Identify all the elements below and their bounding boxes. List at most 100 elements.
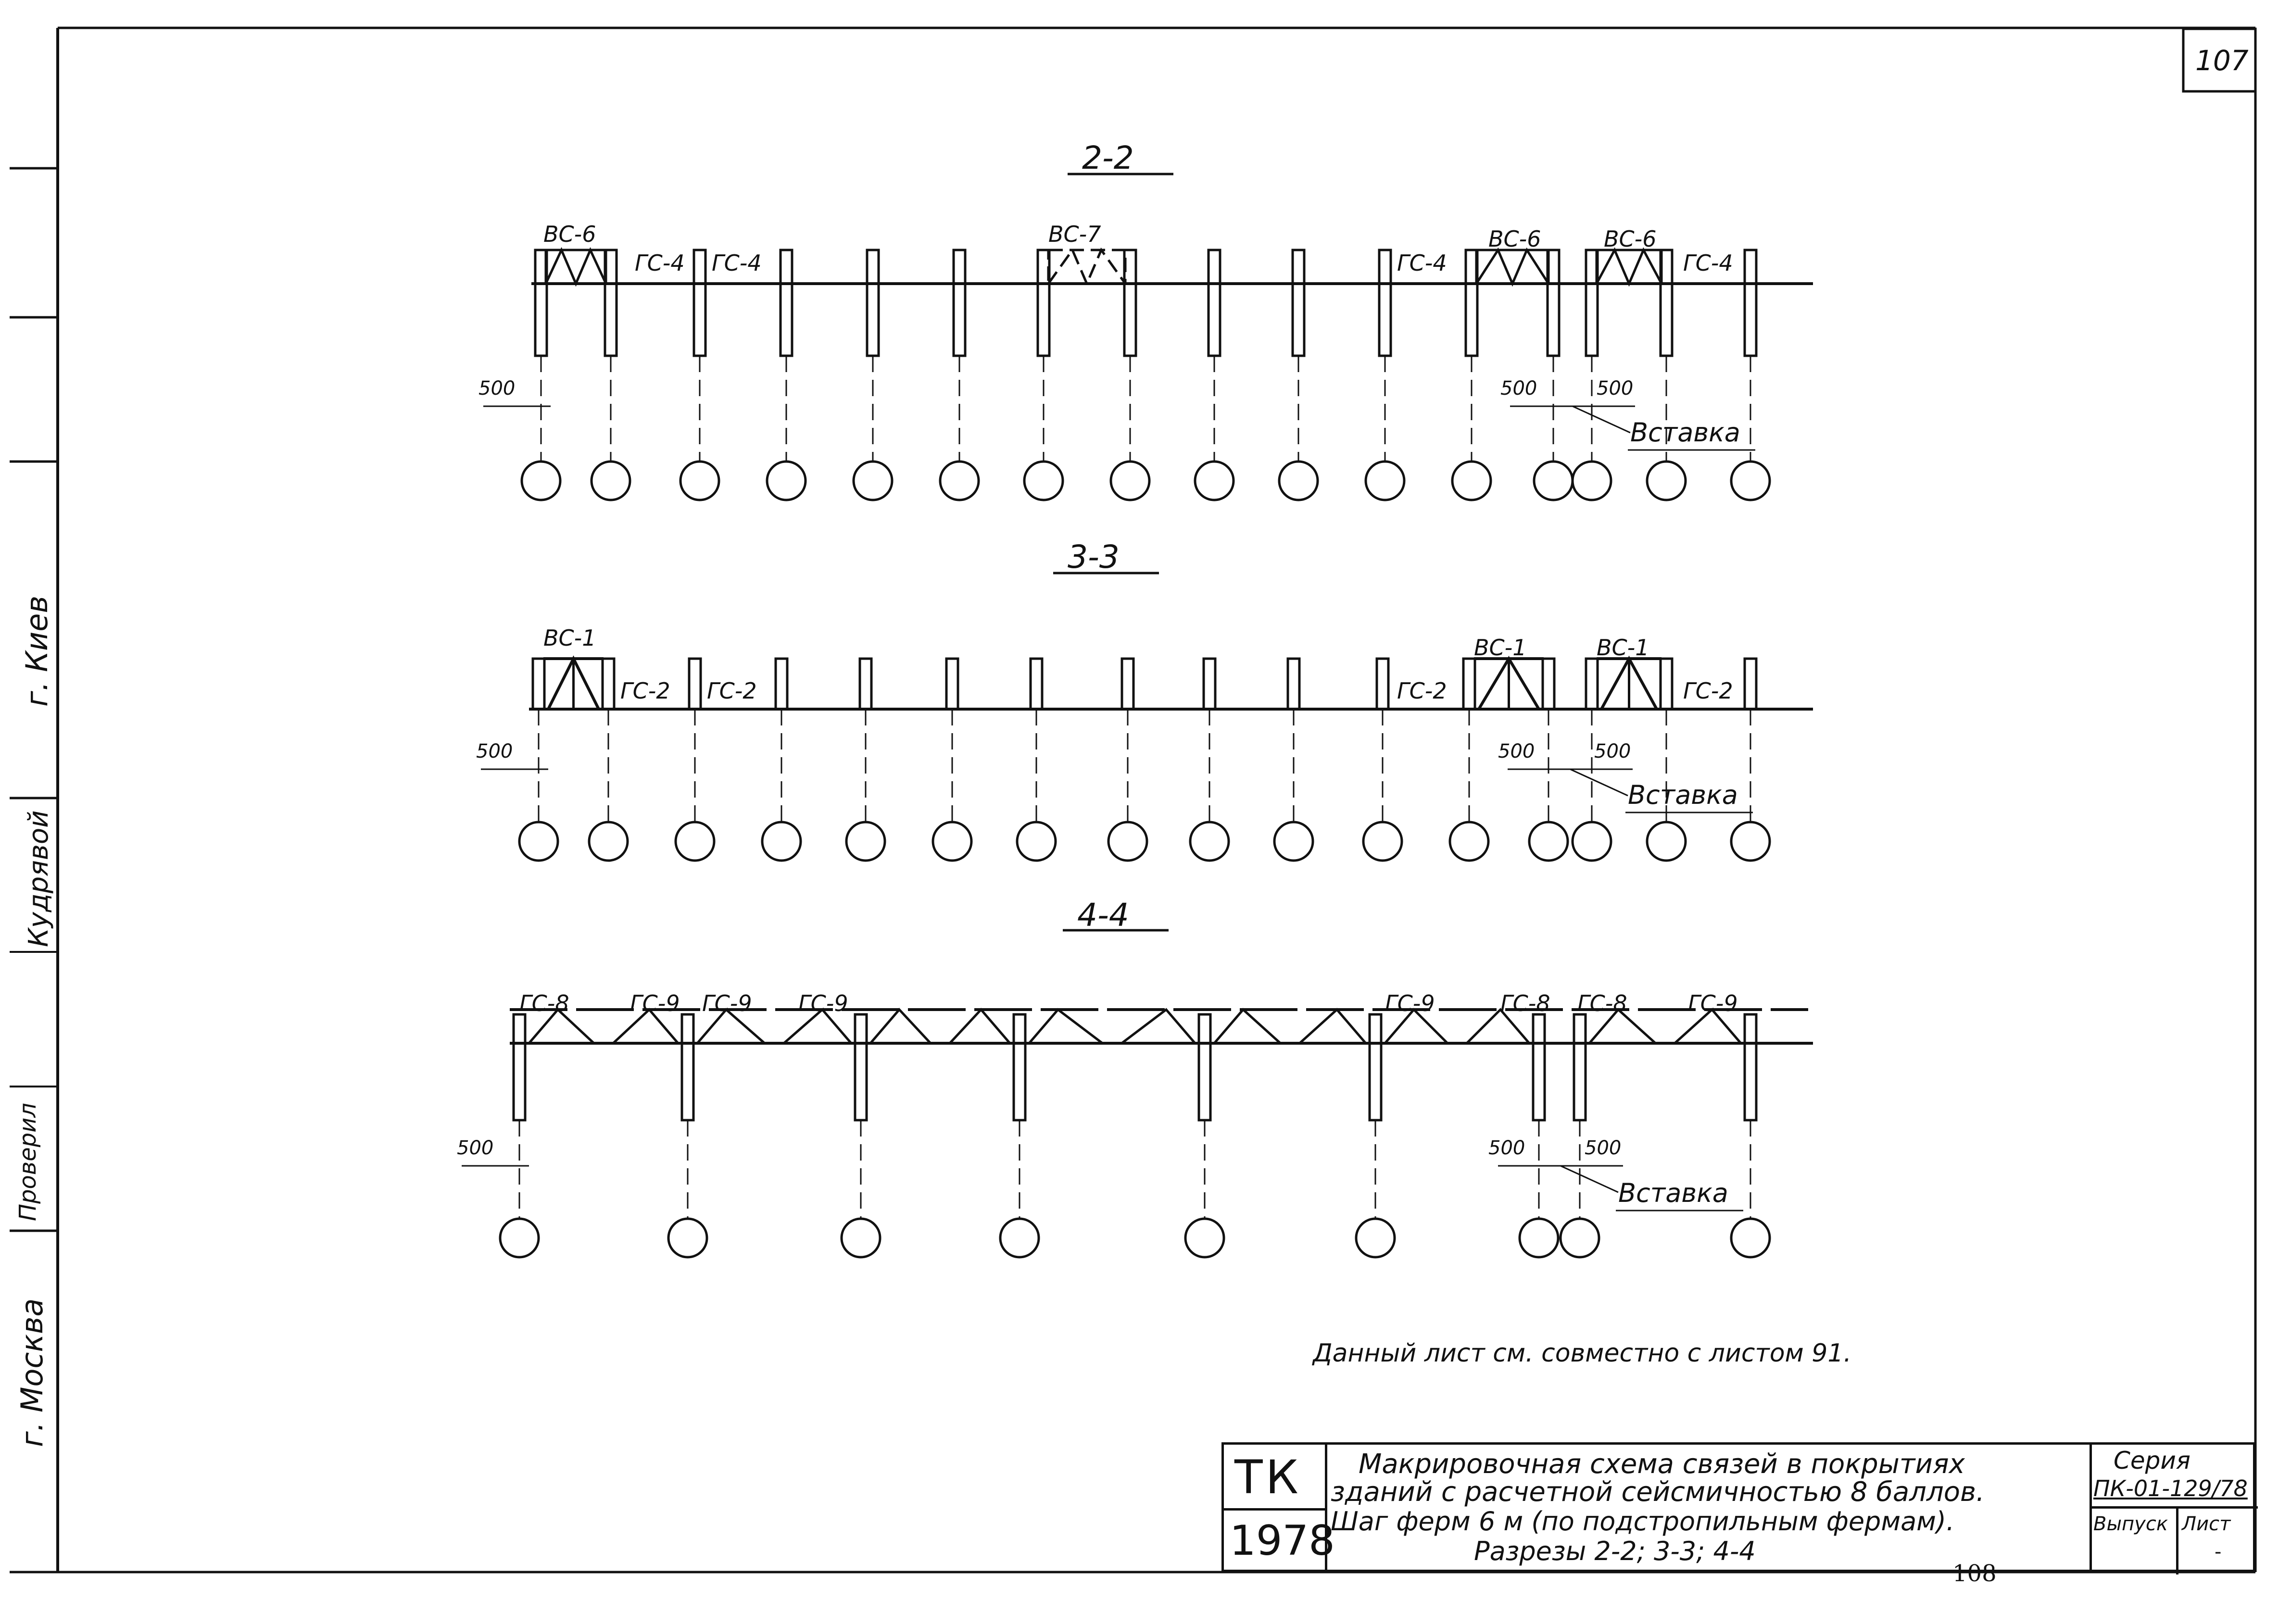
member-mark: ГС-2	[1397, 678, 1447, 704]
axis-circle	[1107, 821, 1148, 862]
axis-circle	[1518, 1217, 1560, 1259]
axis-circle	[1528, 821, 1569, 862]
section-title-2-2: 2-2	[1082, 139, 1134, 176]
column	[1109, 249, 1151, 501]
column	[1273, 657, 1314, 862]
column	[1646, 249, 1687, 501]
column	[590, 249, 631, 501]
member-mark: ВС-1	[1597, 635, 1649, 661]
column	[1528, 657, 1569, 862]
member-mark: ГС-9	[702, 990, 752, 1016]
series-label: Серия	[2114, 1447, 2190, 1474]
member-mark: ГС-2	[620, 678, 670, 704]
axis-circle	[1571, 460, 1612, 501]
member-mark: ГС-9	[798, 990, 848, 1016]
member-mark: ГС-9	[630, 990, 680, 1016]
column	[1571, 657, 1612, 862]
axis-circle	[1362, 821, 1403, 862]
section-3-3	[481, 572, 1813, 862]
member-mark: ВС-1	[543, 625, 596, 651]
axis-circle	[766, 460, 807, 501]
truss-brace	[869, 1008, 1011, 1045]
column	[1448, 657, 1490, 862]
axis-circle	[761, 821, 802, 862]
member-mark: ВС-1	[1474, 635, 1527, 661]
column	[518, 657, 559, 862]
axis-circle	[852, 460, 894, 501]
series-value: ПК-01-129/78	[2093, 1475, 2248, 1501]
section-4-4	[462, 929, 1813, 1259]
insert-label-3-3: Вставка	[1628, 780, 1738, 810]
column	[939, 249, 980, 501]
side-city-kiev: г. Киев	[19, 596, 54, 707]
column	[1533, 249, 1574, 501]
axis-circle	[1189, 821, 1230, 862]
axis-circle	[840, 1217, 881, 1259]
column	[1559, 1013, 1600, 1259]
dim-left-2-2: 500	[478, 377, 516, 400]
member-mark: ГС-8	[1577, 990, 1627, 1016]
dim-right-1-2-2: 500	[1500, 377, 1537, 400]
member-mark: ГС-8	[1500, 990, 1550, 1016]
title-line-4: Разрезы 2-2; 3-3; 4-4	[1474, 1536, 1756, 1566]
axis-circle	[999, 1217, 1040, 1259]
axis-circle	[1194, 460, 1235, 501]
member-mark: ГС-4	[712, 250, 762, 276]
member-mark: ГС-4	[635, 250, 685, 276]
column	[999, 1013, 1040, 1259]
vertical-brace	[1047, 249, 1127, 285]
side-city-moscow: г. Москва	[14, 1298, 50, 1448]
column	[1730, 657, 1771, 862]
sheet-label: Лист	[2182, 1513, 2231, 1535]
side-checked-label: Проверил	[14, 1102, 41, 1221]
truss-brace	[1384, 1008, 1530, 1045]
member-mark: ГС-2	[1683, 678, 1733, 704]
column	[1023, 249, 1064, 501]
truss-brace	[1028, 1008, 1196, 1045]
column	[1646, 657, 1687, 862]
issue-label: Выпуск	[2093, 1513, 2168, 1535]
column	[1355, 1013, 1396, 1259]
column	[1364, 249, 1406, 501]
insert-label-4-4: Вставка	[1618, 1178, 1728, 1208]
title-block: ТК 1978 Макрировочная схема связей в пок…	[1221, 1442, 2258, 1574]
column	[1189, 657, 1230, 862]
column	[766, 249, 807, 501]
axis-circle	[939, 460, 980, 501]
page-number-box	[2182, 27, 2257, 93]
member-mark: ВС-6	[1488, 226, 1541, 252]
axis-circle	[1184, 1217, 1225, 1259]
section-title-3-3: 3-3	[1068, 538, 1120, 575]
axis-circle	[1451, 460, 1492, 501]
title-line-2: зданий с расчетной сейсмичностью 8 балло…	[1331, 1476, 1985, 1508]
sheet-frame	[10, 26, 2257, 1574]
column	[845, 657, 886, 862]
dim-right-1-4-4: 500	[1488, 1137, 1525, 1159]
axis-circle	[674, 821, 716, 862]
next-page-number: 108	[1952, 1560, 1997, 1587]
dim-right-2-2-2: 500	[1597, 377, 1634, 400]
member-mark: ГС-4	[1683, 250, 1733, 276]
member-mark: ГС-8	[519, 990, 569, 1016]
section-2-2	[483, 173, 1813, 501]
column	[1107, 657, 1148, 862]
member-mark: ВС-6	[543, 221, 596, 247]
axis-circle	[1646, 821, 1687, 862]
axis-circle	[845, 821, 886, 862]
title-line-3: Шаг ферм 6 м (по подстропильным фермам).	[1331, 1506, 1955, 1537]
column	[1518, 1013, 1560, 1259]
sheet-note: Данный лист см. совместно с листом 91.	[1313, 1339, 1851, 1368]
title-block-year: 1978	[1230, 1517, 1335, 1565]
column	[1451, 249, 1492, 501]
column	[1016, 657, 1057, 862]
axis-circle	[1448, 821, 1490, 862]
member-mark: ГС-9	[1688, 990, 1738, 1016]
column	[499, 1013, 540, 1259]
truss-brace	[528, 1008, 679, 1045]
sheet-value: -	[2215, 1541, 2222, 1563]
axis-circle	[1730, 1217, 1771, 1259]
dim-left-4-4: 500	[457, 1137, 494, 1159]
column	[761, 657, 802, 862]
truss-brace	[696, 1008, 852, 1045]
